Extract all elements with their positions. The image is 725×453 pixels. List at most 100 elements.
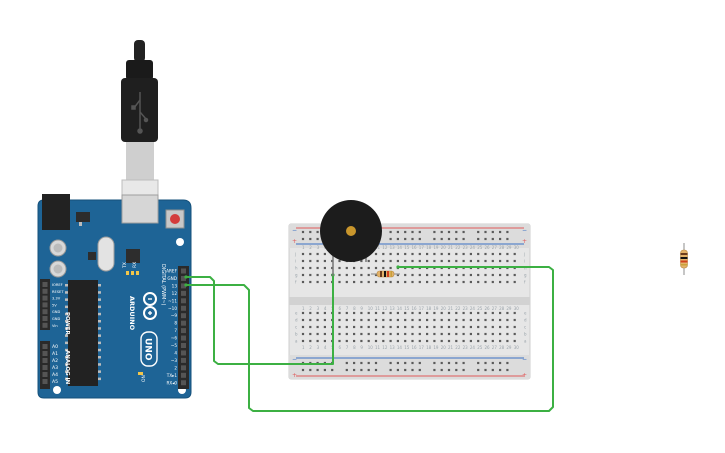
breadboard-hole[interactable] (367, 325, 370, 329)
rail-hole[interactable] (309, 368, 312, 372)
breadboard-hole[interactable] (309, 266, 312, 270)
breadboard-hole[interactable] (353, 339, 356, 343)
breadboard-hole[interactable] (455, 311, 458, 315)
header-pin[interactable] (181, 320, 186, 326)
breadboard-hole[interactable] (316, 339, 319, 343)
breadboard-hole[interactable] (345, 273, 348, 277)
rail-hole[interactable] (447, 361, 451, 365)
breadboard-hole[interactable] (418, 259, 421, 263)
breadboard-hole[interactable] (382, 311, 385, 315)
rail-hole[interactable] (367, 361, 370, 365)
rail-hole[interactable] (455, 237, 458, 241)
breadboard-hole[interactable] (411, 318, 414, 322)
wire-endpoint[interactable] (184, 283, 188, 287)
breadboard-hole[interactable] (323, 332, 326, 336)
breadboard-hole[interactable] (506, 325, 509, 329)
header-pin[interactable] (181, 365, 186, 371)
breadboard-hole[interactable] (513, 280, 516, 284)
breadboard-hole[interactable] (426, 318, 429, 322)
header-pin[interactable] (181, 290, 186, 296)
breadboard-hole[interactable] (477, 339, 480, 343)
breadboard-hole[interactable] (418, 280, 421, 284)
rail-hole[interactable] (440, 237, 443, 241)
rail-hole[interactable] (440, 368, 443, 372)
rail-hole[interactable] (411, 230, 414, 234)
breadboard-hole[interactable] (484, 259, 487, 263)
rail-hole[interactable] (499, 237, 502, 241)
rail-hole[interactable] (353, 368, 356, 372)
rail-hole[interactable] (433, 230, 436, 234)
rail-hole[interactable] (455, 230, 458, 234)
rail-hole[interactable] (462, 237, 465, 241)
breadboard-hole[interactable] (491, 259, 494, 263)
rail-hole[interactable] (331, 368, 334, 372)
breadboard-hole[interactable] (367, 266, 370, 270)
breadboard-hole[interactable] (411, 273, 414, 277)
breadboard-hole[interactable] (469, 325, 472, 329)
rail-hole[interactable] (484, 368, 487, 372)
breadboard-hole[interactable] (316, 325, 319, 329)
breadboard-hole[interactable] (374, 318, 378, 322)
breadboard-hole[interactable] (382, 259, 385, 263)
breadboard-hole[interactable] (462, 273, 465, 277)
breadboard-hole[interactable] (316, 311, 319, 315)
breadboard-hole[interactable] (316, 259, 319, 263)
breadboard-hole[interactable] (309, 325, 312, 329)
rail-hole[interactable] (506, 230, 509, 234)
breadboard-hole[interactable] (440, 339, 443, 343)
breadboard-hole[interactable] (309, 259, 312, 263)
breadboard-hole[interactable] (309, 311, 312, 315)
rail-hole[interactable] (506, 368, 509, 372)
breadboard-hole[interactable] (353, 266, 356, 270)
breadboard-hole[interactable] (469, 311, 472, 315)
spare-resistor[interactable] (680, 243, 688, 275)
breadboard-hole[interactable] (491, 280, 494, 284)
breadboard-hole[interactable] (323, 325, 326, 329)
rail-hole[interactable] (440, 361, 443, 365)
breadboard-hole[interactable] (374, 280, 378, 284)
breadboard-hole[interactable] (404, 311, 407, 315)
header-pin[interactable] (42, 372, 48, 377)
rail-hole[interactable] (301, 230, 305, 234)
breadboard-hole[interactable] (455, 332, 458, 336)
breadboard-hole[interactable] (301, 339, 305, 343)
rail-hole[interactable] (462, 361, 465, 365)
breadboard-hole[interactable] (411, 259, 414, 263)
rail-hole[interactable] (404, 368, 407, 372)
breadboard-hole[interactable] (491, 273, 494, 277)
breadboard-hole[interactable] (367, 273, 370, 277)
breadboard-hole[interactable] (447, 311, 451, 315)
breadboard-hole[interactable] (426, 332, 429, 336)
breadboard-hole[interactable] (396, 280, 399, 284)
breadboard-hole[interactable] (396, 318, 399, 322)
breadboard-hole[interactable] (491, 318, 494, 322)
breadboard-hole[interactable] (513, 273, 516, 277)
breadboard-hole[interactable] (477, 252, 480, 256)
breadboard-hole[interactable] (323, 311, 326, 315)
breadboard-hole[interactable] (469, 280, 472, 284)
rail-hole[interactable] (447, 230, 451, 234)
breadboard-hole[interactable] (382, 332, 385, 336)
breadboard-hole[interactable] (323, 259, 326, 263)
resistor-on-breadboard[interactable] (371, 270, 400, 278)
breadboard-hole[interactable] (462, 339, 465, 343)
breadboard-hole[interactable] (433, 332, 436, 336)
breadboard-hole[interactable] (345, 280, 348, 284)
rail-hole[interactable] (499, 361, 502, 365)
breadboard-hole[interactable] (411, 332, 414, 336)
breadboard-hole[interactable] (411, 339, 414, 343)
rail-hole[interactable] (301, 237, 305, 241)
header-pin[interactable] (181, 313, 186, 319)
breadboard-hole[interactable] (484, 339, 487, 343)
breadboard-hole[interactable] (396, 252, 399, 256)
breadboard-hole[interactable] (447, 252, 451, 256)
breadboard-hole[interactable] (396, 325, 399, 329)
breadboard-hole[interactable] (374, 325, 378, 329)
breadboard-hole[interactable] (418, 339, 421, 343)
breadboard-hole[interactable] (309, 318, 312, 322)
breadboard-hole[interactable] (418, 311, 421, 315)
breadboard-hole[interactable] (513, 339, 516, 343)
header-pin[interactable] (42, 309, 48, 315)
